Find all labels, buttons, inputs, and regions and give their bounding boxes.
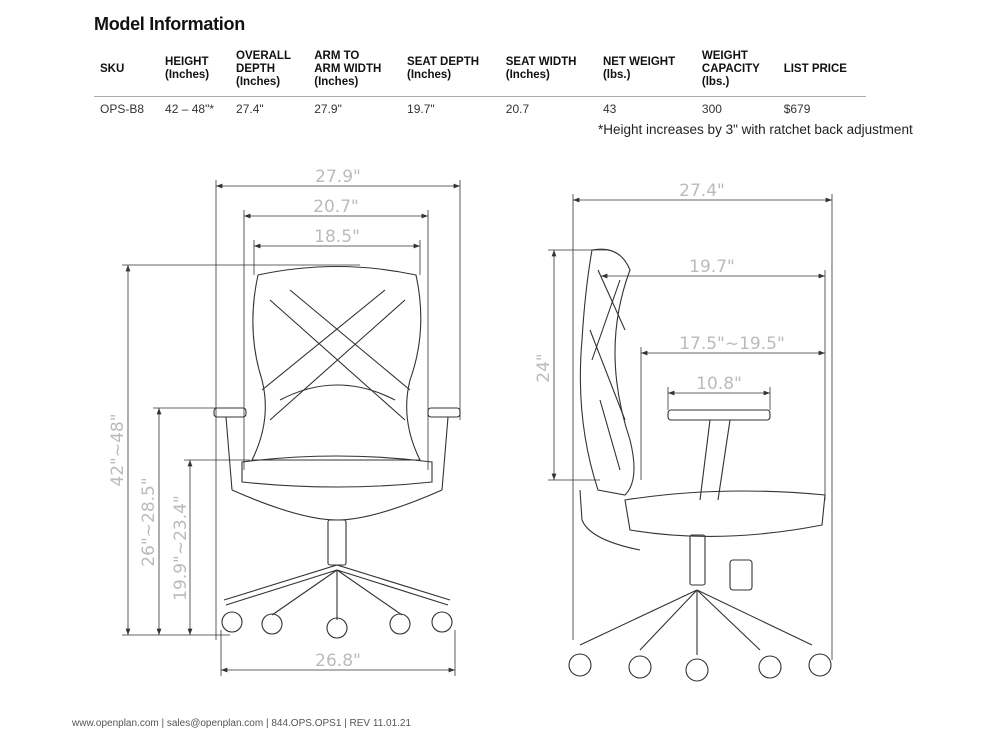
header-line: (Inches)	[407, 69, 452, 81]
table-cell: 20.7	[505, 102, 530, 116]
header-line: (lbs.)	[701, 75, 730, 88]
table-cell: $679	[783, 102, 811, 116]
header-line: ARM TO	[314, 49, 360, 62]
header-line: HEIGHT	[165, 56, 209, 68]
height-note: *Height increases by 3" with ratchet bac…	[598, 122, 913, 137]
dim-seat-width: 20.7"	[313, 197, 359, 217]
dim-base-width: 26.8"	[315, 651, 361, 671]
table-cell: OPS-B8	[100, 102, 145, 116]
column-header: NET WEIGHT(lbs.)	[596, 44, 696, 97]
header-line: (Inches)	[505, 69, 550, 81]
header-line: CAPACITY	[701, 62, 760, 75]
header-line: (Inches)	[314, 75, 359, 88]
header-line: (lbs.)	[602, 69, 631, 81]
header-line: ARM WIDTH	[314, 62, 382, 75]
header-line: LIST PRICE	[783, 62, 847, 75]
header-line: SKU	[100, 62, 125, 75]
header-line: SEAT WIDTH	[505, 56, 577, 68]
column-header: SEAT DEPTH(Inches)	[401, 44, 500, 97]
footer: www.openplan.com | sales@openplan.com | …	[72, 718, 412, 729]
side-view-dimensions: 27.4" 19.7" 17.5"~19.5" 10.8" 24"	[534, 181, 833, 660]
chair-front-illustration	[213, 266, 461, 639]
column-header: HEIGHT(Inches)	[159, 44, 231, 97]
dim-back-width: 18.5"	[314, 227, 360, 247]
table-cell: 27.4"	[236, 102, 264, 116]
table-row: OPS-B8 42 – 48"* 27.4" 27.9" 19.7" 20.7 43 300 $…	[94, 97, 866, 116]
dim-back-height: 24"	[534, 353, 554, 382]
column-header: SEAT WIDTH(Inches)	[499, 44, 597, 97]
dim-arm-height: 26"~28.5"	[139, 477, 159, 566]
header-line: DEPTH	[236, 62, 276, 75]
page-title: Model Information	[94, 14, 245, 34]
front-view-dimensions: 27.9" 20.7" 18.5" 42"~48" 26"~28.5" 19.9…	[108, 167, 461, 676]
table-cell: 300	[701, 102, 722, 116]
header-line: NET WEIGHT	[602, 56, 676, 68]
dim-arm-pad: 10.8"	[696, 374, 742, 394]
dim-seat-depth-range: 17.5"~19.5"	[679, 334, 785, 354]
table-cell: 42 – 48"*	[165, 102, 214, 116]
header-line: (Inches)	[165, 69, 210, 81]
header-line: WEIGHT	[701, 49, 748, 62]
dim-overall-width: 27.9"	[315, 167, 361, 187]
table-cell: 19.7"	[407, 102, 435, 116]
table-cell: 43	[602, 102, 617, 116]
table-cell: 27.9"	[314, 102, 342, 116]
header-line: OVERALL	[236, 49, 291, 62]
dim-seat-height: 19.9"~23.4"	[171, 495, 191, 601]
header-line: SEAT DEPTH	[407, 56, 480, 68]
dim-overall-depth: 27.4"	[679, 181, 725, 201]
chair-side-illustration	[568, 248, 832, 682]
dim-overall-height: 42"~48"	[108, 413, 128, 486]
column-header: SKU	[94, 44, 160, 97]
header-line: (Inches)	[236, 75, 281, 88]
dim-seat-depth: 19.7"	[689, 257, 735, 277]
column-header: LIST PRICE	[777, 44, 866, 97]
